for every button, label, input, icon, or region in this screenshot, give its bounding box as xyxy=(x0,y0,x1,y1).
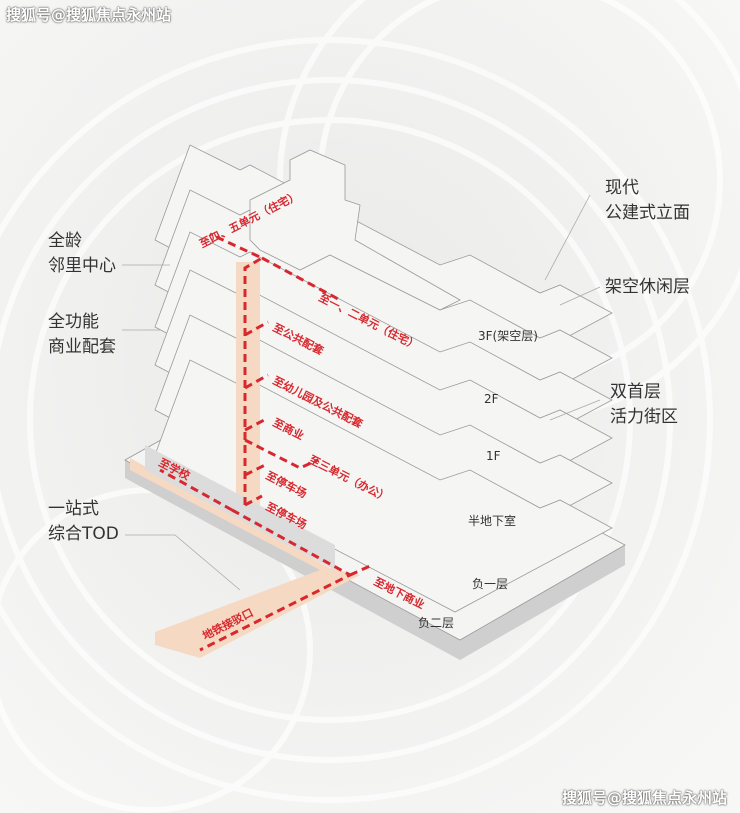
floor-slab xyxy=(154,359,613,613)
tower-outline xyxy=(249,149,461,311)
annotation-line: 现代 xyxy=(605,178,639,198)
annotation-line: 全龄 xyxy=(48,231,82,251)
floor-label-semi-basement: 半地下室 xyxy=(468,513,516,528)
watermark-bottom: 搜狐号@搜狐焦点永州站 xyxy=(562,789,728,807)
floor-label-2f: 2F xyxy=(484,392,499,406)
annotation-stilt-floor: 架空休闲层 xyxy=(605,275,690,300)
annotation-facade: 现代 公建式立面 xyxy=(605,176,690,226)
metro-corridor xyxy=(130,445,360,658)
annotation-line: 公建式立面 xyxy=(605,203,690,223)
annotation-double-ground: 双首层 活力街区 xyxy=(610,380,678,430)
annotation-line: 综合TOD xyxy=(48,524,119,544)
annotation-line: 全功能 xyxy=(48,312,99,332)
annotation-tod: 一站式 综合TOD xyxy=(48,497,119,547)
leader-lines xyxy=(122,194,601,591)
annotation-line: 活力街区 xyxy=(610,407,678,427)
floor-label-1f: 1F xyxy=(486,449,501,463)
annotation-line: 一站式 xyxy=(48,499,99,519)
route-paths xyxy=(159,232,371,652)
floor-labels: 3F(架空层) 2F 1F 半地下室 负一层 负二层 xyxy=(418,329,538,630)
floor-label-3f: 3F(架空层) xyxy=(478,329,538,343)
floor-label-b2: 负二层 xyxy=(418,616,454,630)
watermark-top: 搜狐号@搜狐焦点永州站 xyxy=(6,6,172,24)
annotation-line: 架空休闲层 xyxy=(605,277,690,297)
annotation-commerce: 全功能 商业配套 xyxy=(48,310,116,360)
annotation-line: 商业配套 xyxy=(48,337,116,357)
annotation-line: 邻里中心 xyxy=(48,256,116,276)
floor-label-b1: 负一层 xyxy=(472,577,508,591)
annotation-line: 双首层 xyxy=(610,382,661,402)
annotation-neighborhood-center: 全龄 邻里中心 xyxy=(48,229,116,279)
